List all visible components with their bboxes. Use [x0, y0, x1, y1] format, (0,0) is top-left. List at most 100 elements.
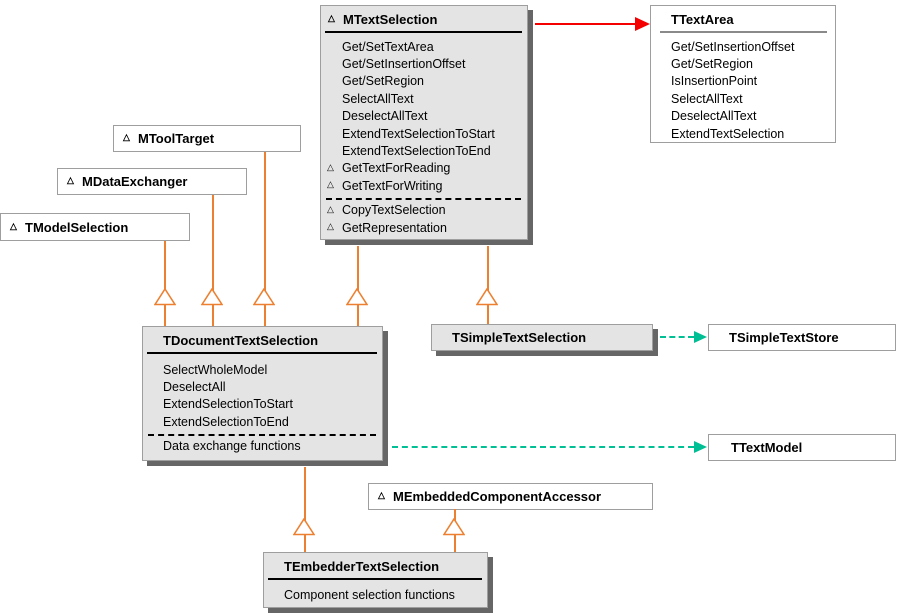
method-item: Get/SetInsertionOffset — [321, 55, 527, 72]
method-label: GetTextForWriting — [342, 178, 443, 193]
inheritance-triangle-icon — [346, 288, 368, 306]
class-box-tsimpletextselection: TSimpleTextSelection — [431, 324, 653, 351]
class-title: MDataExchanger — [82, 174, 188, 189]
note-list: Component selection functions — [264, 586, 487, 603]
method-item: DeselectAll — [143, 378, 382, 395]
class-box-mdataexchanger: △ MDataExchanger — [57, 168, 247, 195]
note-label: Data exchange functions — [163, 439, 301, 454]
title-divider — [325, 31, 522, 33]
method-label: ExtendTextSelectionToStart — [342, 126, 495, 141]
inheritance-line — [212, 195, 214, 326]
method-label: CopyTextSelection — [342, 203, 446, 218]
class-box-tmodelselection: △ TModelSelection — [0, 213, 190, 241]
class-box-membeddedcomponentaccessor: △ MEmbeddedComponentAccessor — [368, 483, 653, 510]
class-title: MToolTarget — [138, 131, 215, 146]
class-title-row: △ MEmbeddedComponentAccessor — [369, 484, 652, 509]
method-label: ExtendSelectionToEnd — [163, 414, 289, 429]
inheritance-line — [357, 246, 359, 326]
method-item: Get/SetTextArea — [321, 38, 527, 55]
method-label: DeselectAll — [163, 380, 226, 395]
class-box-ttextmodel: TTextModel — [708, 434, 896, 461]
class-title: TSimpleTextSelection — [452, 330, 587, 345]
method-item: ExtendTextSelectionToEnd — [321, 142, 527, 159]
method-label: ExtendTextSelection — [671, 126, 785, 141]
class-title-row: TSimpleTextSelection — [432, 325, 652, 350]
method-label: ExtendTextSelectionToEnd — [342, 144, 491, 159]
inheritance-line — [304, 467, 306, 552]
inheritance-triangle-icon — [253, 288, 275, 306]
class-title-row: TTextArea — [651, 6, 835, 27]
method-label: Get/SetRegion — [342, 74, 424, 89]
class-title: MEmbeddedComponentAccessor — [393, 489, 602, 504]
class-title-row: △ MToolTarget — [114, 126, 300, 151]
class-box-tdocumenttextselection: TDocumentTextSelection SelectWholeModel … — [142, 326, 383, 461]
class-box-tembeddertextselection: TEmbedderTextSelection Component selecti… — [263, 552, 488, 608]
method-item: SelectAllText — [651, 90, 835, 107]
method-label: Get/SetInsertionOffset — [342, 57, 466, 72]
method-list: Get/SetTextArea Get/SetInsertionOffset G… — [321, 38, 527, 195]
inheritance-triangle-icon — [476, 288, 498, 306]
title-divider — [147, 352, 377, 354]
class-box-ttextarea: TTextArea Get/SetInsertionOffset Get/Set… — [650, 5, 836, 143]
method-label: SelectAllText — [342, 91, 414, 106]
section-divider — [148, 433, 376, 436]
method-item: IsInsertionPoint — [651, 73, 835, 90]
arrowhead-icon — [694, 441, 707, 453]
class-box-mtextselection: △ MTextSelection Get/SetTextArea Get/Set… — [320, 5, 528, 240]
method-item: ExtendTextSelectionToStart — [321, 125, 527, 142]
method-item: DeselectAllText — [321, 108, 527, 125]
class-title: TDocumentTextSelection — [163, 333, 319, 348]
method-item: △GetRepresentation — [321, 219, 527, 236]
class-title: TSimpleTextStore — [729, 330, 839, 345]
method-item: Get/SetRegion — [321, 73, 527, 90]
class-title-row: TTextModel — [709, 435, 895, 460]
method-label: Get/SetTextArea — [342, 39, 434, 54]
method-item: Get/SetRegion — [651, 55, 835, 72]
class-title-row: △ MTextSelection — [321, 6, 527, 27]
method-list: SelectWholeModel DeselectAll ExtendSelec… — [143, 361, 382, 431]
method-item: △ GetTextForWriting — [321, 177, 527, 194]
uses-arrow-line — [660, 336, 694, 338]
class-title: TModelSelection — [25, 219, 129, 235]
method-item: ExtendSelectionToEnd — [143, 413, 382, 430]
class-title: MTextSelection — [343, 12, 438, 27]
abstract-marker-icon: △ — [327, 161, 334, 172]
method-label: ExtendSelectionToStart — [163, 397, 293, 412]
method-label: DeselectAllText — [342, 109, 428, 124]
method-label: SelectWholeModel — [163, 362, 268, 377]
method-label: SelectAllText — [671, 91, 743, 106]
abstract-marker-icon: △ — [67, 175, 74, 185]
class-title-row: △ MDataExchanger — [58, 169, 246, 194]
method-item: △GetTextForReading — [321, 160, 527, 177]
inheritance-line — [487, 246, 489, 324]
method-item: ExtendSelectionToStart — [143, 396, 382, 413]
class-title: TTextArea — [671, 12, 734, 27]
uses-arrow-line — [392, 446, 694, 448]
method-item: SelectWholeModel — [143, 361, 382, 378]
note-label: Component selection functions — [284, 587, 455, 602]
inheritance-triangle-icon — [154, 288, 176, 306]
abstract-marker-icon: △ — [327, 179, 334, 190]
title-divider — [660, 31, 827, 33]
method-label: DeselectAllText — [671, 109, 757, 124]
arrowhead-icon — [694, 331, 707, 343]
method-item: Get/SetInsertionOffset — [651, 38, 835, 55]
inheritance-line — [264, 152, 266, 326]
note-item: Data exchange functions — [143, 438, 382, 455]
class-title-row: TDocumentTextSelection — [143, 327, 382, 348]
method-label: Get/SetInsertionOffset — [671, 39, 795, 54]
arrowhead-icon — [635, 17, 650, 31]
method-label: Get/SetRegion — [671, 57, 753, 72]
method-list-protected: △CopyTextSelection △GetRepresentation — [321, 202, 527, 237]
method-item: △CopyTextSelection — [321, 202, 527, 219]
method-label: IsInsertionPoint — [671, 74, 758, 89]
class-title-row: TEmbedderTextSelection — [264, 553, 487, 574]
section-divider — [326, 197, 521, 200]
abstract-marker-icon: △ — [378, 490, 385, 500]
abstract-marker-icon: △ — [123, 132, 130, 142]
inheritance-triangle-icon — [293, 518, 315, 536]
abstract-marker-icon: △ — [10, 220, 17, 231]
note-item: Component selection functions — [264, 586, 487, 603]
note-list: Data exchange functions — [143, 438, 382, 455]
